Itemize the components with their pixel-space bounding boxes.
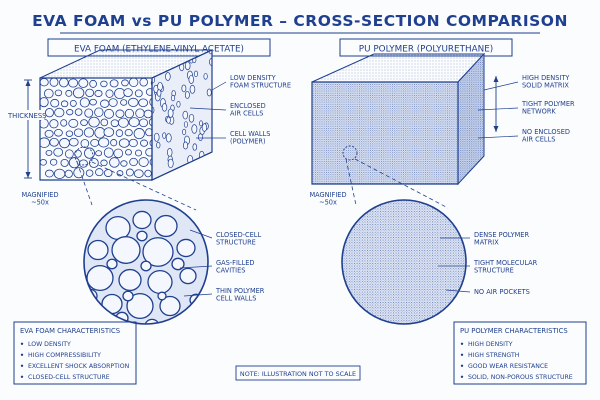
eva-characteristics-box	[13, 321, 137, 385]
pu-polymer-block	[311, 52, 486, 186]
pu-callouts	[477, 81, 519, 139]
pu-height-dimension	[493, 76, 499, 132]
pu-magnified-circle	[341, 199, 467, 325]
pu-characteristic-bullet	[460, 364, 464, 367]
eva-characteristic-item: EXCELLENT SHOCK ABSORPTION	[28, 363, 130, 370]
eva-magnify-spot	[74, 146, 94, 166]
pu-top-face	[311, 53, 486, 83]
eva-label-cell-walls: CELL WALLS(POLYMER)	[230, 130, 270, 146]
pu-circle-label-no-air: NO AIR POCKETS	[474, 288, 530, 296]
thickness-label-bg	[6, 110, 44, 120]
pu-magnified-label: MAGNIFIED~50x	[309, 191, 346, 207]
pu-characteristic-bullet	[460, 353, 464, 356]
eva-foam-block	[39, 49, 213, 181]
eva-characteristics-title: EVA FOAM CHARACTERISTICS	[20, 327, 120, 335]
note-text: NOTE: ILLUSTRATION NOT TO SCALE	[240, 370, 356, 378]
eva-magnify-line-right	[91, 161, 197, 211]
note-box	[235, 365, 361, 381]
pu-magnify-spot	[342, 145, 358, 161]
eva-characteristic-bullet	[20, 364, 24, 367]
page-title: EVA FOAM vs PU POLYMER – CROSS-SECTION C…	[32, 12, 568, 30]
pu-magnify-line-left	[345, 158, 357, 206]
pu-magnify-line-right	[354, 158, 449, 209]
thickness-label: THICKNESS	[7, 112, 46, 120]
pu-circle-callouts	[438, 237, 471, 293]
eva-side-cells	[152, 50, 212, 169]
thickness-dimension	[24, 79, 32, 179]
pu-characteristic-item: SOLID, NON-POROUS STRUCTURE	[468, 374, 573, 381]
eva-magnify-line-left	[76, 161, 93, 206]
pu-characteristic-item: HIGH STRENGTH	[468, 352, 520, 359]
eva-characteristic-item: LOW DENSITY	[28, 341, 71, 348]
pu-characteristic-bullet	[460, 342, 464, 345]
pu-characteristic-bullet	[460, 375, 464, 378]
eva-characteristic-bullet	[20, 342, 24, 345]
eva-callouts	[189, 81, 227, 139]
eva-characteristic-bullet	[20, 353, 24, 356]
pu-header: PU POLYMER (POLYURETHANE)	[359, 45, 493, 55]
eva-characteristic-item: HIGH COMPRESSIBILITY	[28, 352, 101, 359]
eva-magnified-label: MAGNIFIED~50x	[21, 191, 58, 207]
pu-characteristic-item: GOOD WEAR RESISTANCE	[468, 363, 548, 370]
eva-characteristic-bullet	[20, 375, 24, 378]
pu-characteristics-box	[453, 321, 587, 385]
eva-magnified-circle	[83, 199, 209, 325]
pu-characteristic-item: HIGH DENSITY	[468, 341, 513, 348]
eva-circle-callouts	[179, 229, 213, 297]
pu-characteristics-title: PU POLYMER CHARACTERISTICS	[460, 327, 568, 335]
eva-characteristics-list: LOW DENSITY HIGH COMPRESSIBILITY EXCELLENT…	[20, 341, 130, 381]
pu-characteristics-list: HIGH DENSITY HIGH STRENGTH GOOD WEAR RESIS…	[460, 341, 573, 381]
eva-front-cells	[40, 78, 152, 180]
eva-characteristic-item: CLOSED-CELL STRUCTURE	[28, 374, 110, 381]
